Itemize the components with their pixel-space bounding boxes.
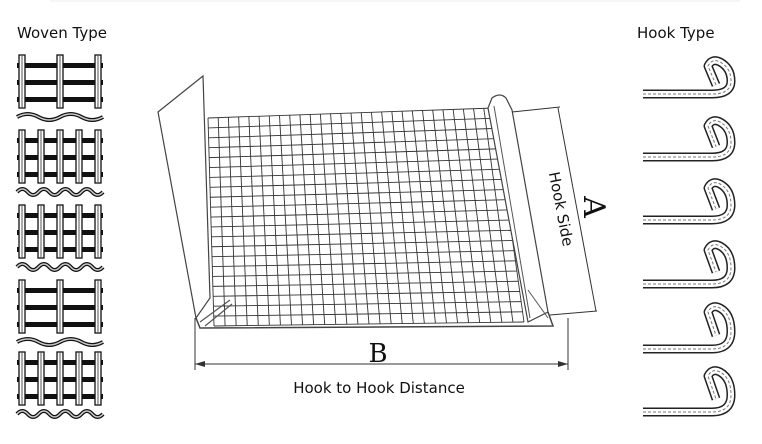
weave-profile-highlight (16, 188, 104, 196)
hook-illustration (643, 240, 736, 289)
mesh-vertical-wire (238, 116, 248, 326)
hook-weave-detail (643, 244, 732, 285)
mesh-vertical-wire (401, 111, 425, 324)
mesh-horizontal-wire (212, 260, 516, 268)
hook-to-hook-dimension: B Hook to Hook Distance (194, 318, 569, 397)
left-hook-fold (199, 299, 233, 327)
woven-pattern (15, 204, 105, 272)
woven-type-patterns (15, 54, 105, 419)
mesh-horizontal-wire (213, 311, 523, 317)
right-hook-panel (487, 94, 549, 323)
hook-outline (643, 366, 736, 417)
hook-illustration (643, 56, 736, 99)
bottom-fold (195, 311, 555, 329)
left-side-panel (157, 74, 211, 320)
mesh-vertical-wire (289, 115, 304, 325)
b-arrow-left (195, 361, 205, 367)
mesh-horizontal-wire (208, 138, 499, 149)
mesh-vertical-wire (268, 115, 281, 326)
mesh-horizontal-wire (212, 280, 519, 287)
hook-outline (643, 56, 736, 99)
mesh-vertical-wire (227, 117, 237, 326)
mesh-vertical-wire (217, 117, 226, 326)
hook-illustration (643, 116, 736, 162)
mesh-vertical-wire (473, 108, 503, 323)
mesh-horizontal-wire (210, 189, 506, 198)
woven-pattern (16, 54, 104, 122)
hook-illustration (643, 366, 736, 417)
mesh-horizontal-wire (213, 290, 520, 297)
mesh-horizontal-wire (211, 250, 515, 258)
hook-illustration (643, 178, 736, 225)
dimension-a-label: A (576, 195, 611, 218)
mesh-horizontal-wire (209, 168, 503, 178)
mesh-horizontal-wire (208, 117, 496, 129)
mesh-vertical-wire (411, 110, 436, 324)
mesh-vertical-wire (309, 114, 326, 325)
mesh-vertical-wire (381, 111, 403, 324)
mesh-vertical-wire (299, 114, 315, 325)
mesh-vertical-wire (370, 112, 392, 324)
mesh-vertical-wire (330, 113, 348, 325)
hook-side-dimension-line (557, 107, 597, 312)
mesh-vertical-wire (279, 115, 292, 326)
mesh-vertical-wire (442, 109, 470, 323)
mesh-horizontal-wire (213, 301, 522, 307)
mesh-horizontal-wire (213, 321, 525, 327)
mesh-horizontal-wire (210, 199, 507, 208)
mesh-horizontal-wire (210, 209, 509, 218)
mesh-horizontal-wire (209, 178, 505, 188)
hook-weave-detail (643, 60, 732, 95)
weave-profile-highlight (16, 410, 104, 418)
hook-weave-detail (643, 182, 732, 221)
woven-type-title: Woven Type (17, 24, 107, 42)
mesh-vertical-wire (452, 109, 481, 323)
mesh-vertical-wire (248, 116, 259, 326)
hook-side-extension-bottom (549, 310, 598, 316)
mesh-vertical-wire (432, 110, 459, 323)
hook-outline (643, 240, 736, 289)
mesh-vertical-wire (391, 111, 414, 324)
mesh-horizontal-wire (211, 229, 512, 238)
right-hook-edge (493, 105, 549, 319)
mesh-vertical-wire (350, 112, 370, 325)
hook-side-extension-top (511, 106, 561, 113)
mesh-horizontal-wire (212, 270, 517, 277)
screen-panel (157, 74, 555, 329)
hook-outline (643, 116, 736, 162)
hook-type-illustrations (643, 56, 736, 417)
weave-profile-highlight (16, 338, 104, 346)
mesh-vertical-wire (319, 114, 337, 325)
weave-profile-highlight (16, 263, 104, 271)
mesh-horizontal-wire (211, 240, 513, 248)
mesh-vertical-wire (462, 109, 492, 323)
hook-to-hook-caption: Hook to Hook Distance (293, 379, 465, 397)
dimension-b-label: B (368, 339, 387, 369)
hook-weave-detail (643, 306, 732, 350)
mesh-horizontal-wire (209, 148, 500, 159)
weave-profile-highlight (16, 113, 104, 121)
woven-pattern (15, 129, 105, 197)
mesh-vertical-wire (340, 113, 359, 325)
wire-mesh-grid (207, 107, 525, 327)
hook-outline (643, 178, 736, 225)
mesh-horizontal-wire (209, 158, 502, 168)
hook-type-title: Hook Type (637, 24, 715, 42)
mesh-vertical-wire (483, 108, 514, 323)
mesh-vertical-wire (207, 117, 215, 327)
mesh-vertical-wire (258, 116, 270, 326)
mesh-horizontal-wire (208, 127, 497, 139)
mesh-horizontal-wire (207, 107, 495, 119)
mesh-vertical-wire (360, 112, 381, 324)
mesh-horizontal-wire (211, 219, 510, 228)
mesh-vertical-wire (422, 110, 447, 324)
hook-weave-detail (643, 370, 732, 413)
b-arrow-right (558, 361, 568, 367)
hook-outline (643, 302, 736, 354)
hook-illustration (643, 302, 736, 354)
hook-weave-detail (643, 120, 732, 158)
woven-pattern (15, 351, 105, 419)
woven-pattern (16, 279, 104, 347)
